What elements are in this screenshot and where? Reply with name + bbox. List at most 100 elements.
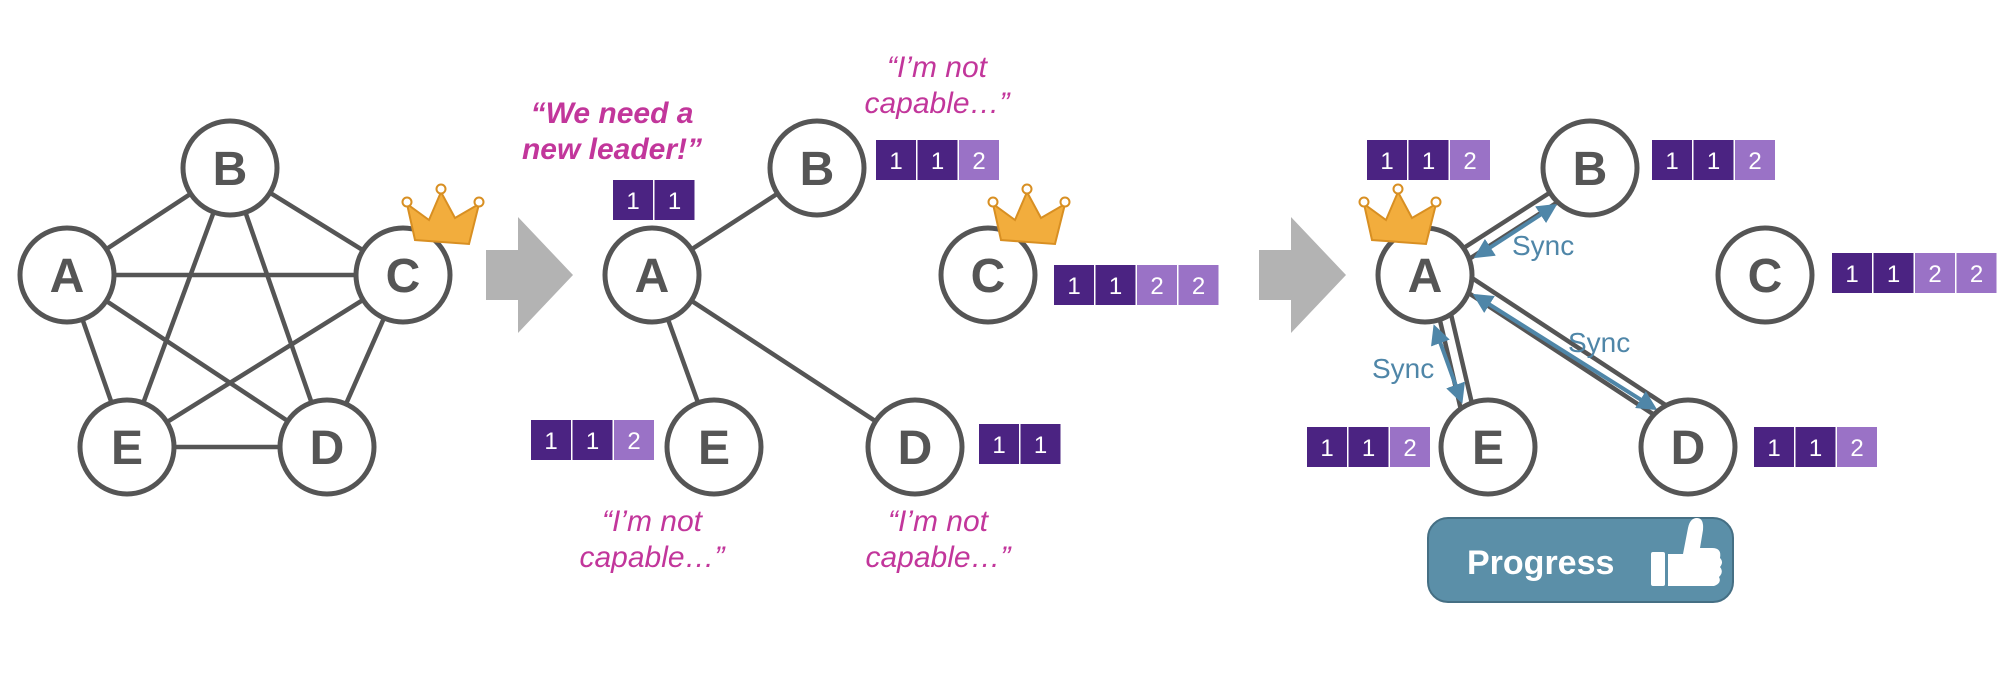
node-label: C <box>1748 250 1783 303</box>
svg-text:capable…”: capable…” <box>865 541 1012 574</box>
node-label: D <box>898 422 933 475</box>
svg-text:“I’m not: “I’m not <box>887 51 989 84</box>
node-label: B <box>1573 143 1608 196</box>
log-entry: 1 <box>1652 140 1692 180</box>
edge-b-e <box>124 167 233 448</box>
svg-text:2: 2 <box>1192 273 1205 300</box>
svg-text:2: 2 <box>1403 435 1416 462</box>
svg-text:1: 1 <box>1887 261 1900 288</box>
node-b: B <box>180 118 280 218</box>
node-e: E <box>1438 397 1538 497</box>
edge-a-d <box>650 273 917 449</box>
svg-text:“I’m not: “I’m not <box>602 505 704 538</box>
log-entry: 1 <box>1873 253 1914 293</box>
log-entry: 2 <box>1956 253 1997 293</box>
log-entry: 1 <box>572 420 613 460</box>
node-c: C <box>353 225 453 325</box>
log-entry: 1 <box>1095 265 1136 305</box>
svg-text:1: 1 <box>1422 148 1435 175</box>
svg-text:1: 1 <box>1767 435 1780 462</box>
log-entry: 1 <box>654 180 695 220</box>
node-circle <box>180 118 280 218</box>
node-circle <box>865 397 965 497</box>
log-entry: 1 <box>1754 427 1794 467</box>
progress-badge: Progress <box>1427 517 1734 603</box>
svg-text:1: 1 <box>586 428 599 455</box>
log-entry: 1 <box>531 420 571 460</box>
sync-label-a-e: Sync <box>1372 353 1434 384</box>
sync-arrow-a-e <box>1431 324 1465 404</box>
node-d: D <box>1638 397 1738 497</box>
node-circle <box>77 397 177 497</box>
node-d: D <box>865 397 965 497</box>
crown-icon <box>1358 183 1442 246</box>
node-circle <box>767 118 867 218</box>
crown-icon <box>401 183 485 246</box>
log-entry: 2 <box>1837 427 1877 467</box>
svg-text:1: 1 <box>1809 435 1822 462</box>
node-label: C <box>971 250 1006 303</box>
sync-arrow-a-b <box>1473 203 1558 259</box>
node-circle <box>17 225 117 325</box>
node-circle <box>1638 397 1738 497</box>
log-entry: 1 <box>1832 253 1872 293</box>
svg-text:1: 1 <box>992 432 1005 459</box>
svg-text:1: 1 <box>1362 435 1375 462</box>
node-label: A <box>635 250 670 303</box>
log-entry: 1 <box>1367 140 1407 180</box>
svg-text:1: 1 <box>1380 148 1393 175</box>
svg-text:1: 1 <box>668 188 681 215</box>
node-b: B <box>767 118 867 218</box>
svg-text:1: 1 <box>1665 148 1678 175</box>
node-d: D <box>277 397 377 497</box>
svg-text:1: 1 <box>626 188 639 215</box>
node-label: A <box>50 250 85 303</box>
node-circle <box>938 225 1038 325</box>
node-c: C <box>938 225 1038 325</box>
log-entry: 2 <box>1450 140 1490 180</box>
panel-1-nodes: A B C D E <box>17 118 485 497</box>
sync-label-a-d: Sync <box>1568 327 1630 358</box>
log-entry: 1 <box>1307 427 1347 467</box>
node-circle <box>353 225 453 325</box>
svg-text:2: 2 <box>1928 261 1941 288</box>
panel-1-full-mesh: A B C D E <box>17 118 485 497</box>
svg-text:capable…”: capable…” <box>864 87 1011 120</box>
svg-text:1: 1 <box>1034 432 1047 459</box>
node-label: D <box>310 422 345 475</box>
svg-text:2: 2 <box>972 148 985 175</box>
panel-3-edges <box>1431 179 1669 420</box>
panel-3-nodes: A B C DE <box>1375 118 1815 497</box>
node-label: C <box>386 250 421 303</box>
node-a: A <box>602 225 702 325</box>
svg-text:2: 2 <box>627 428 640 455</box>
svg-text:2: 2 <box>1970 261 1983 288</box>
svg-text:capable…”: capable…” <box>579 541 726 574</box>
node-label: B <box>800 143 835 196</box>
svg-text:“I’m not: “I’m not <box>888 505 990 538</box>
log-entry: 1 <box>1020 424 1061 464</box>
svg-text:1: 1 <box>1109 273 1122 300</box>
node-e: E <box>77 397 177 497</box>
log-node-b: 1 1 2 <box>876 140 999 180</box>
svg-text:1: 1 <box>931 148 944 175</box>
node-label: E <box>111 422 143 475</box>
svg-text:1: 1 <box>889 148 902 175</box>
node-label: B <box>213 143 248 196</box>
transition-arrow-1 <box>486 217 573 333</box>
thumbs-up-icon <box>1651 518 1722 586</box>
node-label: A <box>1408 250 1443 303</box>
svg-text:new leader!”: new leader!” <box>522 133 702 166</box>
log-entry: 1 <box>979 424 1019 464</box>
